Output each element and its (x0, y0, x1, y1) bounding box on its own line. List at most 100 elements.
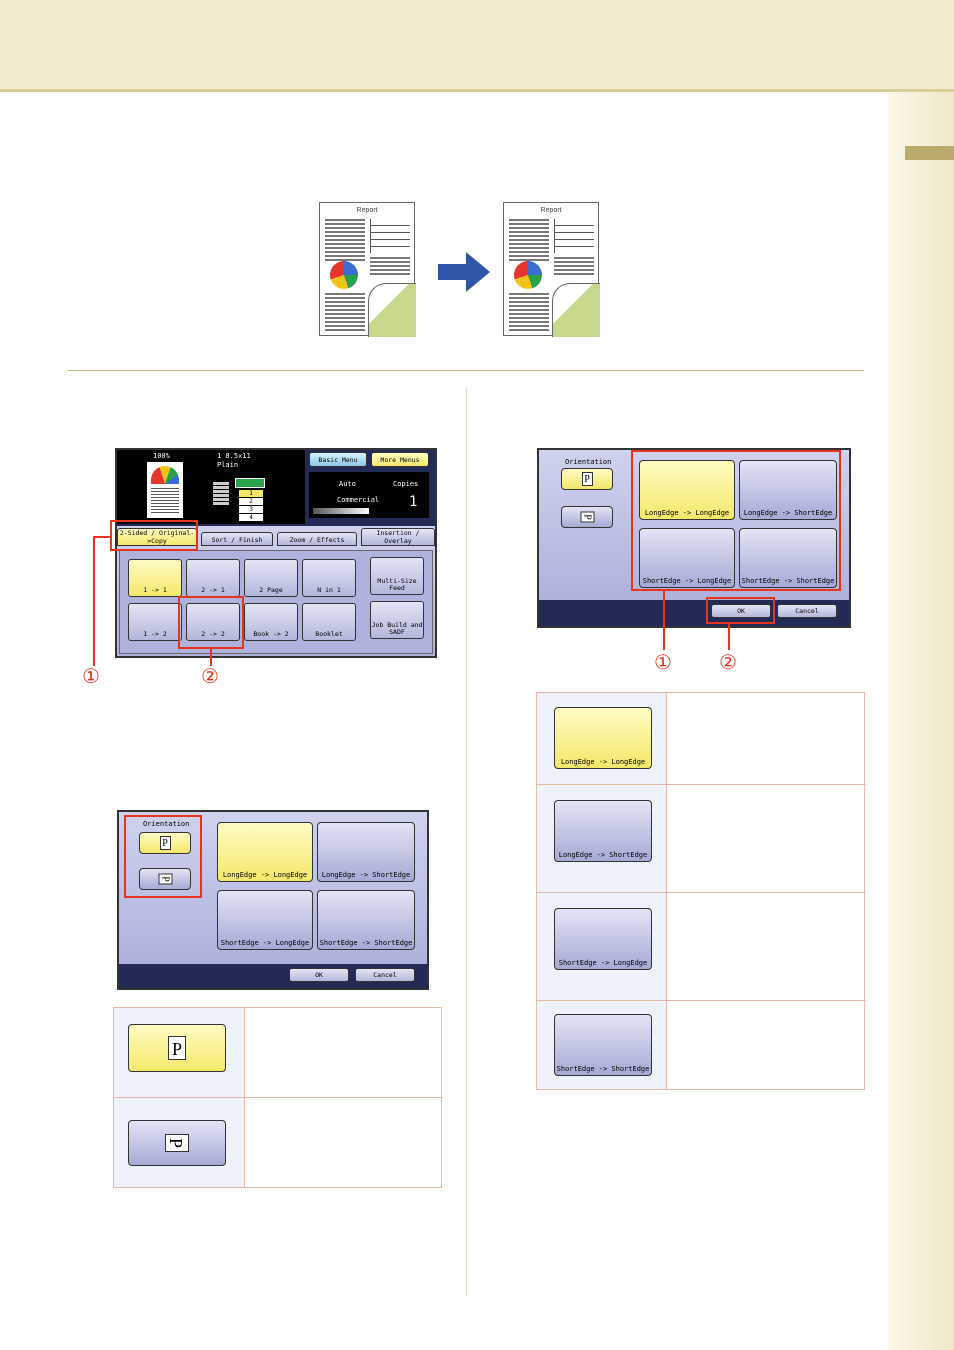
landscape-button[interactable]: P (139, 868, 191, 890)
button-1-to-2[interactable]: 1 -> 2 (128, 603, 182, 641)
edge-table: LongEdge -> LongEdge LongEdge -> ShortEd… (536, 692, 866, 1090)
callout-1: ① (654, 650, 672, 674)
short-long-button[interactable]: ShortEdge -> LongEdge (639, 528, 735, 588)
table-cell: P (114, 1008, 245, 1097)
long-long-button[interactable]: LongEdge -> LongEdge (639, 460, 735, 520)
table-cell: LongEdge -> LongEdge (537, 693, 667, 784)
short-short-button-large: ShortEdge -> ShortEdge (554, 1014, 652, 1076)
side-band (888, 92, 954, 1350)
orientation-label: Orientation (143, 820, 190, 828)
copier-icon (213, 474, 269, 514)
cancel-button[interactable]: Cancel (355, 968, 415, 982)
orientation-content: Orientation P P LongEdge -> LongEdge Lon… (539, 450, 849, 600)
report-title: Report (540, 207, 562, 214)
ok-button[interactable]: OK (711, 604, 771, 618)
landscape-icon: P (165, 1134, 189, 1152)
paper-type: Plain (217, 461, 239, 469)
button-2-to-1[interactable]: 2 -> 1 (186, 559, 240, 597)
multi-size-feed-button[interactable]: Multi-Size Feed (370, 557, 424, 595)
landscape-icon: P (580, 511, 594, 523)
cancel-button[interactable]: Cancel (777, 604, 837, 618)
portrait-icon: P (168, 1036, 186, 1060)
tab-content: 1 -> 1 2 -> 1 2 Page N in 1 1 -> 2 2 -> … (119, 550, 433, 654)
callout-1: ① (82, 664, 100, 688)
portrait-button[interactable]: P (561, 468, 613, 490)
long-short-button[interactable]: LongEdge -> ShortEdge (317, 822, 415, 882)
status-area: 100% 1 8.5x11 Plain 1 2 3 4 (117, 450, 305, 524)
portrait-button[interactable]: P (139, 832, 191, 854)
short-long-button[interactable]: ShortEdge -> LongEdge (217, 890, 313, 950)
landscape-button-large: P (128, 1120, 226, 1166)
callout-line-1 (663, 590, 665, 650)
portrait-button-large: P (128, 1024, 226, 1072)
copies-value: 1 (409, 494, 418, 510)
orientation-screen-left: Orientation P P LongEdge -> LongEdge Lon… (117, 810, 429, 990)
long-long-button[interactable]: LongEdge -> LongEdge (217, 822, 313, 882)
table-cell: P (114, 1098, 245, 1187)
button-1-to-1[interactable]: 1 -> 1 (128, 559, 182, 597)
tab-zoom-effects[interactable]: Zoom / Effects (277, 532, 357, 546)
auto-label: Auto (339, 480, 356, 488)
table-cell: LongEdge -> ShortEdge (537, 785, 667, 892)
report-page-after: Report (503, 202, 600, 337)
short-short-button[interactable]: ShortEdge -> ShortEdge (317, 890, 415, 950)
orientation-label: Orientation (565, 458, 612, 466)
long-short-button[interactable]: LongEdge -> ShortEdge (739, 460, 837, 520)
copy-screen-panel: 100% 1 8.5x11 Plain 1 2 3 4 Basic Menu M… (115, 448, 437, 658)
tab-sort-finish[interactable]: Sort / Finish (201, 532, 273, 546)
table-cell: ShortEdge -> LongEdge (537, 893, 667, 1000)
page-curl-icon (552, 283, 600, 337)
menu-area: Basic Menu More Menus Auto Commercial Co… (305, 450, 435, 524)
callout-2: ② (719, 650, 737, 674)
highlight-2-sided-tab (110, 520, 198, 551)
pie-chart-icon (330, 261, 358, 289)
report-title: Report (356, 207, 378, 214)
orientation-content: Orientation P P LongEdge -> LongEdge Lon… (119, 812, 427, 964)
orientation-screen-right: Orientation P P LongEdge -> LongEdge Lon… (537, 448, 851, 628)
button-2-to-2[interactable]: 2 -> 2 (186, 603, 240, 641)
chapter-tab (905, 146, 954, 160)
tab-insertion-overlay[interactable]: Insertion / Overlay (361, 528, 435, 546)
report-page-before: Report (319, 202, 416, 337)
long-short-button-large: LongEdge -> ShortEdge (554, 800, 652, 862)
copy-settings: Auto Commercial Copies 1 (309, 472, 429, 518)
button-2-page[interactable]: 2 Page (244, 559, 298, 597)
highlight-2-to-2 (178, 596, 244, 649)
highlight-edge-buttons (631, 450, 841, 591)
original-preview (147, 462, 183, 518)
rainbow-icon (151, 466, 179, 484)
orientation-table: P P (113, 1007, 443, 1188)
long-long-button-large: LongEdge -> LongEdge (554, 707, 652, 769)
callout-2: ② (201, 664, 219, 688)
function-area: 2-Sided / Original->Copy Sort / Finish Z… (117, 526, 435, 656)
paper-size: 1 8.5x11 (217, 452, 251, 460)
stack-2: 2 (239, 498, 263, 506)
stack-1: 1 (239, 490, 263, 498)
job-build-sadf-button[interactable]: Job Build and SADF (370, 601, 424, 639)
stack-4: 4 (249, 514, 253, 521)
button-book-to-2[interactable]: Book -> 2 (244, 603, 298, 641)
portrait-icon: P (159, 836, 171, 850)
arrow-right-icon (438, 252, 490, 292)
callout-line-1 (93, 536, 111, 538)
zoom-value: 100% (153, 452, 170, 460)
stack-3: 3 (239, 506, 263, 514)
page-curl-icon (368, 283, 416, 337)
basic-menu-button[interactable]: Basic Menu (309, 452, 367, 467)
table-cell: ShortEdge -> ShortEdge (537, 1001, 667, 1089)
ok-button[interactable]: OK (289, 968, 349, 982)
density-bar (313, 508, 369, 514)
short-short-button[interactable]: ShortEdge -> ShortEdge (739, 528, 837, 588)
highlight-ok (706, 597, 775, 624)
pie-chart-icon (514, 261, 542, 289)
more-menus-button[interactable]: More Menus (371, 452, 429, 467)
landscape-button[interactable]: P (561, 506, 613, 528)
output-stack: 1 2 3 4 (239, 490, 263, 521)
portrait-icon: P (581, 472, 593, 486)
button-booklet[interactable]: Booklet (302, 603, 356, 641)
copies-label: Copies (393, 480, 419, 488)
header-band (0, 0, 954, 92)
button-n-in-1[interactable]: N in 1 (302, 559, 356, 597)
section-rule (68, 370, 864, 371)
callout-line-1v (93, 536, 95, 666)
